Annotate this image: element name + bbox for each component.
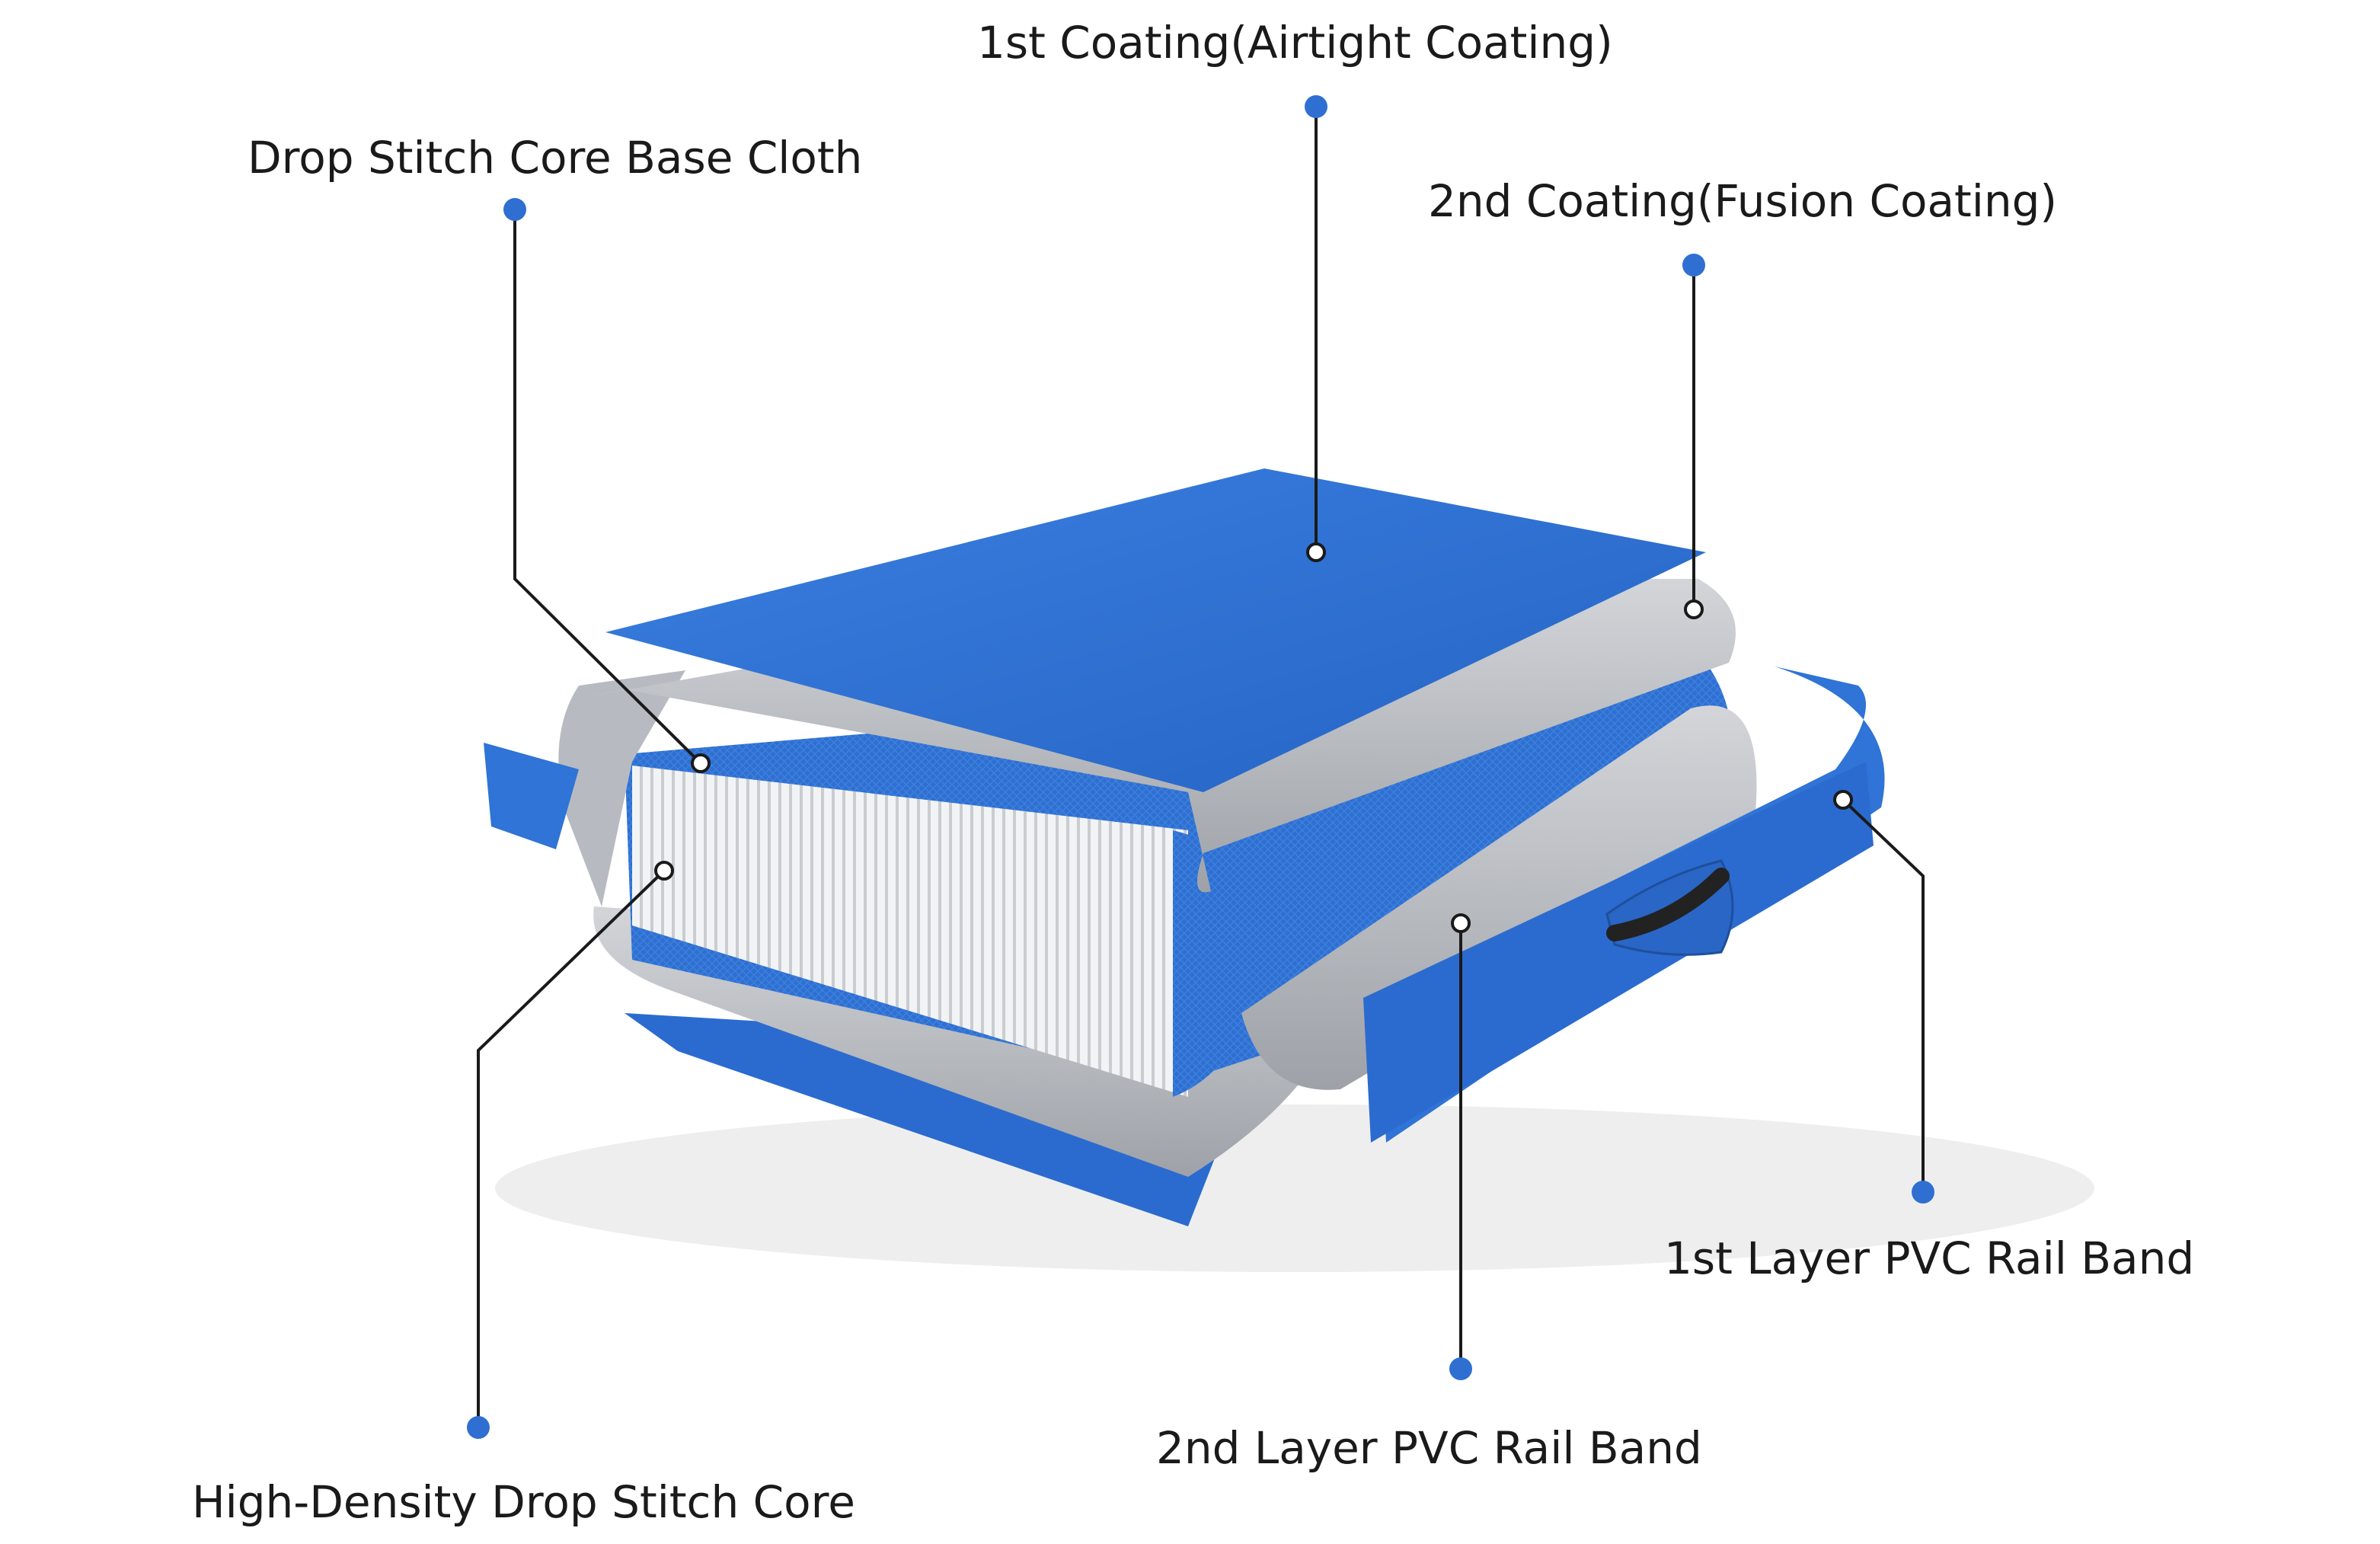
- drop-stitch-core-face: [632, 766, 1188, 1097]
- label-fusion-coating: 2nd Coating(Fusion Coating): [1428, 175, 2058, 227]
- marker-dot-fusion: [1682, 254, 1705, 277]
- label-rail-band-2: 2nd Layer PVC Rail Band: [1156, 1422, 1702, 1474]
- label-base-cloth: Drop Stitch Core Base Cloth: [248, 132, 863, 184]
- left-rail-strip: [484, 743, 579, 849]
- marker-dot-rail1: [1912, 1181, 1934, 1204]
- top-pvc-sheet: [605, 468, 1706, 792]
- base-cloth-end: [1173, 830, 1270, 1097]
- marker-dot-base-cloth: [503, 198, 526, 221]
- leader-base-cloth: [513, 209, 702, 765]
- marker-dot-rail2: [1449, 1357, 1472, 1380]
- label-rail-band-1: 1st Layer PVC Rail Band: [1664, 1232, 2195, 1284]
- handle-strap: [1606, 868, 1730, 941]
- floor-shadow: [495, 1104, 2094, 1272]
- right-rail-band-face: [1363, 762, 1874, 1143]
- left-gray-coating: [558, 670, 685, 906]
- anchor-rail2: [1451, 913, 1471, 933]
- label-drop-stitch-core: High-Density Drop Stitch Core: [192, 1476, 855, 1528]
- anchor-rail1: [1833, 790, 1853, 810]
- anchor-fusion: [1684, 599, 1704, 619]
- anchor-core: [654, 861, 674, 881]
- leader-rail1: [1842, 798, 1925, 1192]
- label-airtight-coating: 1st Coating(Airtight Coating): [977, 17, 1613, 69]
- anchor-airtight: [1306, 542, 1326, 562]
- right-gray-coating: [1241, 705, 1757, 1090]
- marker-dot-core: [467, 1416, 490, 1439]
- marker-dot-airtight: [1305, 95, 1327, 118]
- leader-core: [477, 869, 666, 1427]
- anchor-base-cloth: [691, 753, 711, 773]
